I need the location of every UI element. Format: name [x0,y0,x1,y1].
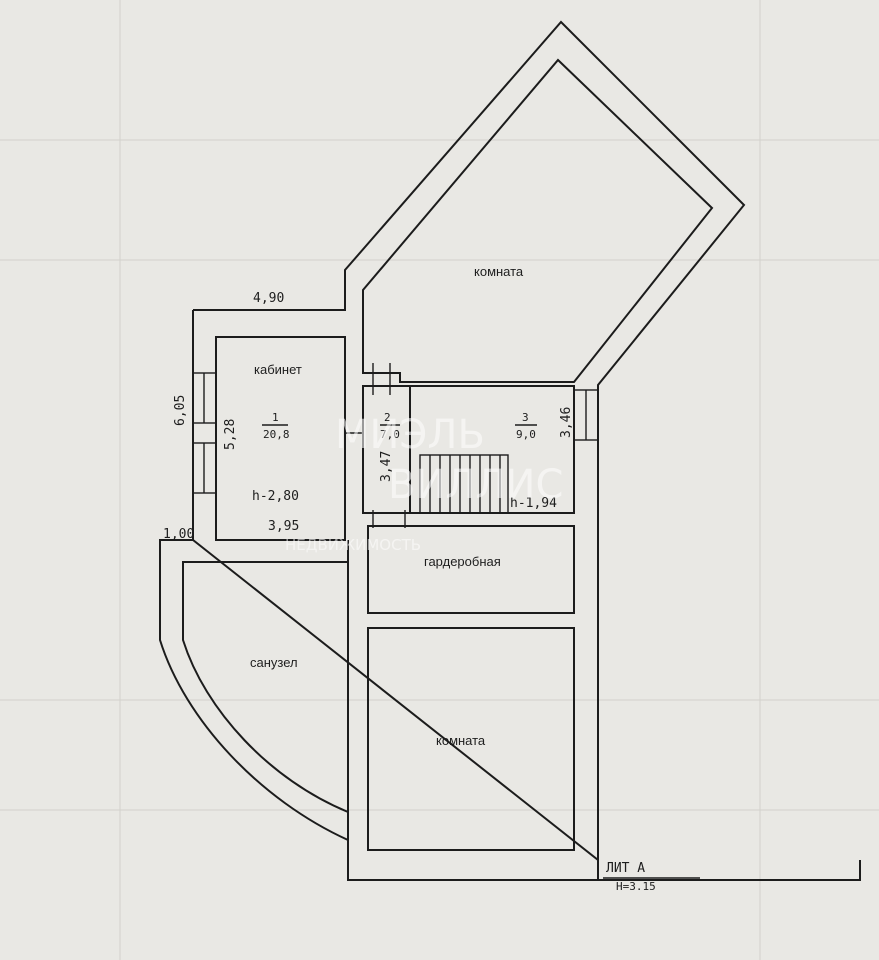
top-room-walls [362,58,714,383]
office-window-upper [192,372,217,424]
bathroom-label: санузел [250,655,298,670]
dim-height-inner: 5,28 [223,419,238,450]
bottom-room-walls [367,627,575,851]
room-top-label: комната [474,264,524,279]
stair-area: 9,0 [516,428,536,441]
hall-area: 7,0 [380,428,400,441]
stamp-title: ЛИТ А [606,861,645,876]
hall-number: 2 [384,411,391,424]
office-walls [215,336,346,541]
office-height: h-2,80 [252,489,299,504]
wardrobe-label: гардеробная [424,554,501,569]
dim-width-office: 3,95 [268,519,299,534]
dim-width-top: 4,90 [253,291,284,306]
stair-height: h-1,94 [510,496,557,511]
dim-height-outer: 6,05 [173,395,188,426]
stair-number: 3 [522,411,529,424]
office-window-lower [192,442,217,494]
wardrobe-walls [367,525,575,614]
watermark-line2: ВИЛЛИС [388,462,563,508]
watermark-line3: НЕДВИЖИМОСТЬ [285,536,421,554]
room-bottom-label: комната [436,733,486,748]
title-stamp: ЛИТ А Н=3.15 [603,861,700,893]
watermark-line1: МИЭЛЬ [335,412,485,458]
staircase [419,454,509,514]
stamp-height: Н=3.15 [616,880,656,893]
stair-window [573,389,599,441]
outer-wall [159,20,861,881]
dim-hall-height: 3,47 [379,451,394,482]
office-label: кабинет [254,362,302,377]
office-number: 1 [272,411,279,424]
office-area: 20,8 [263,428,290,441]
watermark: МИЭЛЬ ВИЛЛИС НЕДВИЖИМОСТЬ [285,412,563,554]
dim-stair-height: 3,46 [559,407,574,438]
dim-ledge: 1,00 [163,527,194,542]
bathroom-walls [182,561,349,814]
hall-walls [362,385,575,514]
